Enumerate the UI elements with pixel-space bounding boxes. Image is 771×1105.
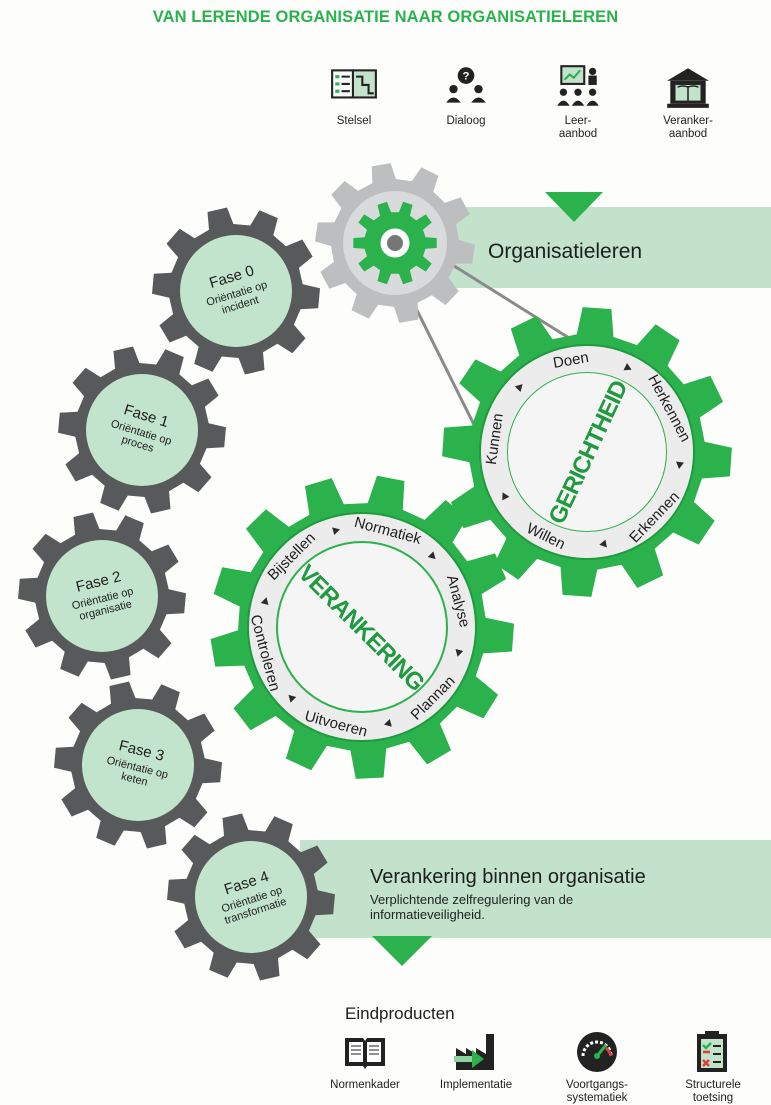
top-band-arrow xyxy=(545,192,603,222)
phase-gear-hub xyxy=(180,235,292,347)
gerichtheid-hub xyxy=(508,373,666,531)
factory-arrow-icon xyxy=(431,1028,521,1079)
small-green-gear-center xyxy=(387,235,403,251)
instrument-item: Leer- aanbod xyxy=(540,62,616,141)
subtitle-line-1: Verplichtende zelfregulering van de xyxy=(370,892,573,907)
building-book-icon xyxy=(650,62,726,115)
phase-gear-2: Fase 2Oriëntatie oporganisatie xyxy=(18,512,186,680)
endproduct-item: Voortgangs- systematiek xyxy=(552,1028,642,1105)
phase-gear-1: Fase 1Oriëntatie opproces xyxy=(58,346,226,514)
dialogue-question-icon: ? xyxy=(428,62,504,115)
gerichtheid-ring-word: Doen xyxy=(552,349,590,372)
speedometer-icon xyxy=(552,1028,642,1079)
checklist-board-icon xyxy=(316,62,392,115)
verankering-band-subtitle: Verplichtende zelfregulering van de info… xyxy=(370,892,577,922)
verankering-ring-arrow-icon xyxy=(260,597,269,606)
verankering-ring-arrow-icon xyxy=(455,648,464,657)
endproduct-item: Structurele toetsing xyxy=(668,1028,758,1105)
gerichtheid-ring-arrow-icon xyxy=(623,363,632,371)
gerichtheid-ring-arrow-icon xyxy=(599,539,607,548)
bottom-band-arrow xyxy=(372,936,432,966)
phase-gear-hub xyxy=(86,374,198,486)
verankering-ring-arrow-icon xyxy=(384,718,392,727)
presentation-audience-icon xyxy=(540,62,616,115)
endproduct-label: Structurele toetsing xyxy=(685,1079,741,1104)
endproduct-item: Implementatie xyxy=(431,1028,521,1092)
gerichtheid-ring-arrow-icon xyxy=(676,461,684,469)
open-book-icon xyxy=(320,1028,410,1079)
verankering-ring-arrow-icon xyxy=(288,694,297,703)
instrument-item: Stelsel xyxy=(316,62,392,128)
verankering-gear: VERANKERINGNormatiekAnalysePlannanUitvoe… xyxy=(210,475,514,779)
phase-gear-hub xyxy=(195,841,307,953)
instrument-item: ? Dialoog xyxy=(428,62,504,128)
organisatieleren-label: Organisatieleren xyxy=(488,240,642,263)
organisatieleren-small-gear xyxy=(315,163,475,323)
instrument-item: Veranker- aanbod xyxy=(650,62,726,141)
endproduct-label: Implementatie xyxy=(439,1079,513,1091)
verankering-band xyxy=(300,840,771,938)
gerichtheid-ring-arrow-icon xyxy=(502,492,510,501)
clipboard-check-icon xyxy=(668,1028,758,1079)
page-title: VAN LERENDE ORGANISATIE NAAR ORGANISATIE… xyxy=(152,8,619,26)
verankering-hub xyxy=(278,543,446,711)
verankering-band-title: Verankering binnen organisatie xyxy=(370,866,646,888)
gerichtheid-ring-arrow-icon xyxy=(514,384,523,392)
phase-gear-0: Fase 0Oriëntatie opincident xyxy=(152,207,320,375)
phase-gear-hub xyxy=(46,540,158,652)
instrument-label: Veranker- aanbod xyxy=(663,115,713,140)
verankering-ring-arrow-icon xyxy=(332,527,340,536)
endproduct-label: Voortgangs- systematiek xyxy=(565,1079,628,1104)
phase-gear-hub xyxy=(82,709,194,821)
phase-gear-4: Fase 4Oriëntatie optransformatie xyxy=(167,813,335,981)
instrument-label: Stelsel xyxy=(336,115,372,127)
endproduct-label: Normenkader xyxy=(330,1079,400,1091)
endproduct-item: Normenkader xyxy=(320,1028,410,1092)
instrument-label: Dialoog xyxy=(446,115,486,127)
phase-gear-3: Fase 3Oriëntatie opketen xyxy=(54,681,222,849)
endproducts-heading: Eindproducten xyxy=(345,1004,455,1023)
svg-text:?: ? xyxy=(463,71,470,83)
phase-label: Fase 1Oriëntatie opproces xyxy=(106,399,179,459)
gerichtheid-gear: GERICHTHEIDDoenHerkennenErkennenWillenKu… xyxy=(442,307,732,597)
subtitle-line-2: informatieveiligheid. xyxy=(370,907,485,922)
instrument-label: Leer- aanbod xyxy=(558,115,598,140)
verankering-ring-arrow-icon xyxy=(427,551,436,560)
